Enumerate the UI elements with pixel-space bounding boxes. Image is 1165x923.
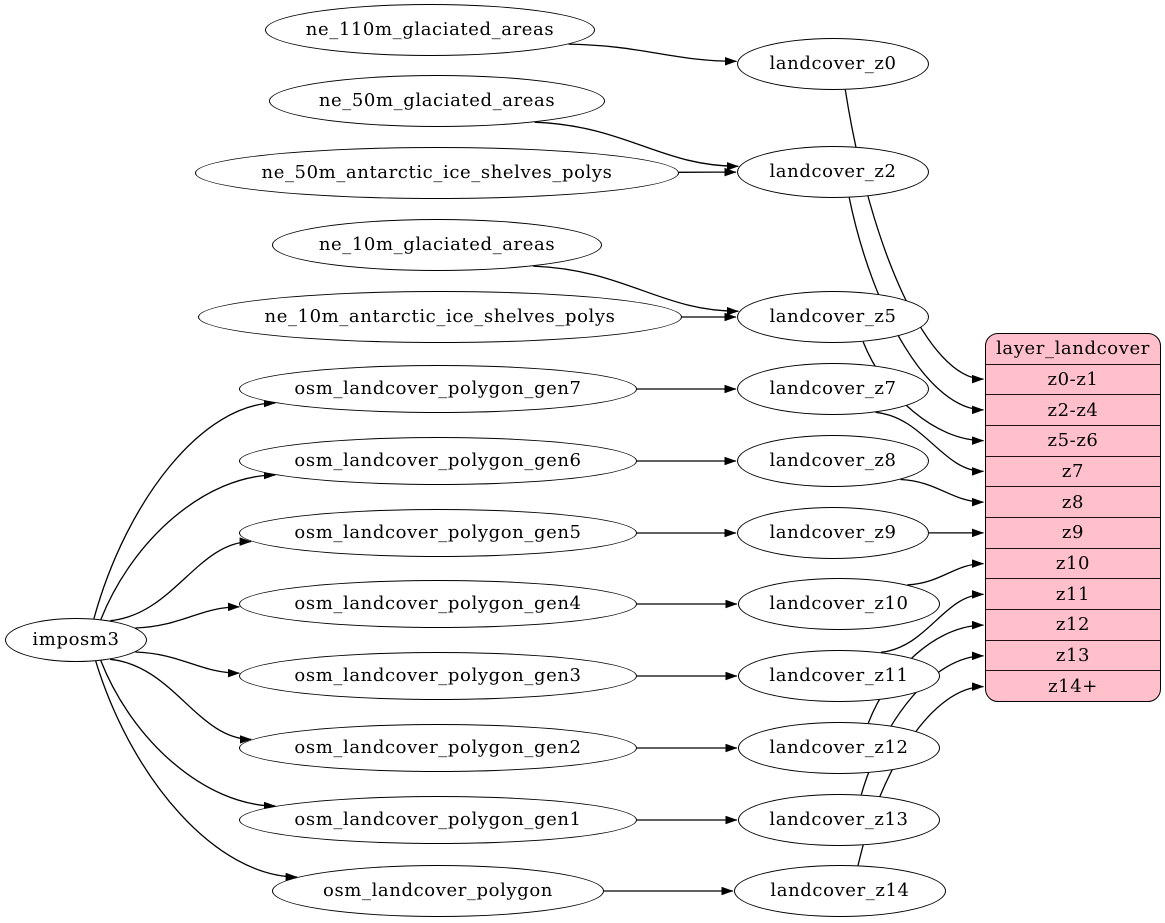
edge-landcover_z2-to-row-z2-z4 bbox=[848, 197, 984, 415]
table-row-z7: z7 bbox=[986, 455, 1160, 487]
node-label-landcover_z13: landcover_z13 bbox=[769, 808, 909, 830]
node-osm_landcover_polygon_gen5: osm_landcover_polygon_gen5 bbox=[239, 509, 637, 557]
edge-imposm3-to-osm_landcover_polygon_gen6 bbox=[100, 470, 276, 620]
node-landcover_z10: landcover_z10 bbox=[738, 578, 940, 630]
node-ne_10m_antarctic_ice_shelves_polys: ne_10m_antarctic_ice_shelves_polys bbox=[198, 291, 682, 343]
edge-landcover_z10-to-row-z10 bbox=[907, 559, 984, 586]
node-label-osm_landcover_polygon_gen5: osm_landcover_polygon_gen5 bbox=[294, 521, 582, 543]
node-osm_landcover_polygon_gen6: osm_landcover_polygon_gen6 bbox=[239, 437, 637, 485]
edge-imposm3-to-osm_landcover_polygon_gen2 bbox=[110, 658, 252, 744]
node-landcover_z8: landcover_z8 bbox=[737, 435, 929, 487]
node-label-ne_50m_glaciated_areas: ne_50m_glaciated_areas bbox=[318, 89, 556, 111]
node-osm_landcover_polygon_gen4: osm_landcover_polygon_gen4 bbox=[239, 580, 637, 628]
edge-ne_110m_glaciated_areas-to-landcover_z0 bbox=[568, 43, 737, 66]
node-label-landcover_z0: landcover_z0 bbox=[769, 52, 897, 74]
table-header-layer-landcover: layer_landcover bbox=[996, 338, 1150, 360]
node-landcover_z2: landcover_z2 bbox=[737, 146, 929, 198]
node-ne_10m_glaciated_areas: ne_10m_glaciated_areas bbox=[272, 219, 602, 271]
node-label-landcover_z11: landcover_z11 bbox=[769, 664, 909, 686]
node-osm_landcover_polygon_gen3: osm_landcover_polygon_gen3 bbox=[239, 652, 637, 700]
node-label-ne_10m_antarctic_ice_shelves_polys: ne_10m_antarctic_ice_shelves_polys bbox=[264, 305, 616, 327]
table-row-z13: z13 bbox=[986, 639, 1160, 671]
node-label-ne_50m_antarctic_ice_shelves_polys: ne_50m_antarctic_ice_shelves_polys bbox=[261, 161, 613, 183]
node-landcover_z13: landcover_z13 bbox=[738, 794, 940, 846]
node-label-ne_110m_glaciated_areas: ne_110m_glaciated_areas bbox=[305, 18, 555, 40]
edge-imposm3-to-osm_landcover_polygon_gen1 bbox=[100, 660, 276, 811]
edge-landcover_z8-to-row-z8 bbox=[900, 478, 984, 507]
node-label-landcover_z2: landcover_z2 bbox=[769, 160, 897, 182]
node-label-landcover_z8: landcover_z8 bbox=[769, 449, 897, 471]
edge-imposm3-to-osm_landcover_polygon_gen7 bbox=[93, 398, 276, 619]
node-osm_landcover_polygon_gen1: osm_landcover_polygon_gen1 bbox=[239, 796, 637, 844]
edge-ne_10m_glaciated_areas-to-landcover_z5 bbox=[533, 265, 739, 316]
table-row-z11: z11 bbox=[986, 578, 1160, 609]
table-row-z2-z4: z2-z4 bbox=[986, 394, 1160, 425]
edge-landcover_z7-to-row-z7 bbox=[875, 411, 984, 476]
node-label-osm_landcover_polygon_gen7: osm_landcover_polygon_gen7 bbox=[294, 377, 582, 399]
edges-group bbox=[93, 43, 984, 896]
node-label-landcover_z10: landcover_z10 bbox=[769, 592, 909, 614]
edge-imposm3-to-osm_landcover_polygon_gen3 bbox=[135, 651, 240, 678]
node-label-osm_landcover_polygon_gen3: osm_landcover_polygon_gen3 bbox=[294, 664, 582, 686]
node-imposm3: imposm3 bbox=[5, 618, 147, 662]
node-landcover_z7: landcover_z7 bbox=[737, 363, 929, 415]
node-label-osm_landcover_polygon_gen4: osm_landcover_polygon_gen4 bbox=[294, 592, 582, 614]
node-landcover_z5: landcover_z5 bbox=[737, 291, 929, 343]
table-row-z10: z10 bbox=[986, 547, 1160, 579]
node-landcover_z12: landcover_z12 bbox=[738, 722, 940, 774]
table-row-z8: z8 bbox=[986, 486, 1160, 517]
table-row-z0-z1: z0-z1 bbox=[986, 363, 1160, 395]
table-row-z5-z6: z5-z6 bbox=[986, 425, 1160, 456]
node-label-ne_10m_glaciated_areas: ne_10m_glaciated_areas bbox=[318, 233, 556, 255]
node-label-osm_landcover_polygon_gen6: osm_landcover_polygon_gen6 bbox=[294, 449, 582, 471]
edge-imposm3-to-osm_landcover_polygon bbox=[95, 660, 298, 882]
node-landcover_z11: landcover_z11 bbox=[738, 650, 940, 702]
node-label-landcover_z14: landcover_z14 bbox=[770, 879, 910, 901]
table-row-z12: z12 bbox=[986, 609, 1160, 640]
edge-imposm3-to-osm_landcover_polygon_gen4 bbox=[135, 602, 240, 629]
table-row-z9: z9 bbox=[986, 517, 1160, 548]
node-label-landcover_z9: landcover_z9 bbox=[769, 521, 897, 543]
node-label-osm_landcover_polygon: osm_landcover_polygon bbox=[323, 879, 553, 901]
node-ne_110m_glaciated_areas: ne_110m_glaciated_areas bbox=[265, 4, 595, 56]
node-osm_landcover_polygon: osm_landcover_polygon bbox=[272, 865, 604, 917]
node-ne_50m_antarctic_ice_shelves_polys: ne_50m_antarctic_ice_shelves_polys bbox=[195, 147, 679, 199]
node-landcover_z9: landcover_z9 bbox=[737, 507, 929, 559]
edge-landcover_z5-to-row-z5-z6 bbox=[862, 341, 984, 445]
node-label-landcover_z7: landcover_z7 bbox=[769, 377, 897, 399]
node-osm_landcover_polygon_gen7: osm_landcover_polygon_gen7 bbox=[239, 365, 637, 413]
node-landcover_z0: landcover_z0 bbox=[737, 38, 929, 90]
node-label-imposm3: imposm3 bbox=[32, 628, 120, 650]
node-label-osm_landcover_polygon_gen1: osm_landcover_polygon_gen1 bbox=[294, 808, 582, 830]
node-label-osm_landcover_polygon_gen2: osm_landcover_polygon_gen2 bbox=[294, 736, 582, 758]
node-label-landcover_z5: landcover_z5 bbox=[769, 305, 897, 327]
node-osm_landcover_polygon_gen2: osm_landcover_polygon_gen2 bbox=[239, 724, 637, 772]
node-ne_50m_glaciated_areas: ne_50m_glaciated_areas bbox=[269, 75, 605, 127]
edge-landcover_z11-to-row-z11 bbox=[880, 590, 984, 653]
node-landcover_z14: landcover_z14 bbox=[734, 865, 946, 917]
edge-imposm3-to-osm_landcover_polygon_gen5 bbox=[110, 537, 252, 622]
edge-landcover_z12-to-row-z12 bbox=[867, 620, 984, 724]
edge-ne_50m_glaciated_areas-to-landcover_z2 bbox=[534, 121, 739, 171]
table-row-z14+: z14+ bbox=[986, 670, 1160, 701]
node-label-landcover_z12: landcover_z12 bbox=[769, 736, 909, 758]
